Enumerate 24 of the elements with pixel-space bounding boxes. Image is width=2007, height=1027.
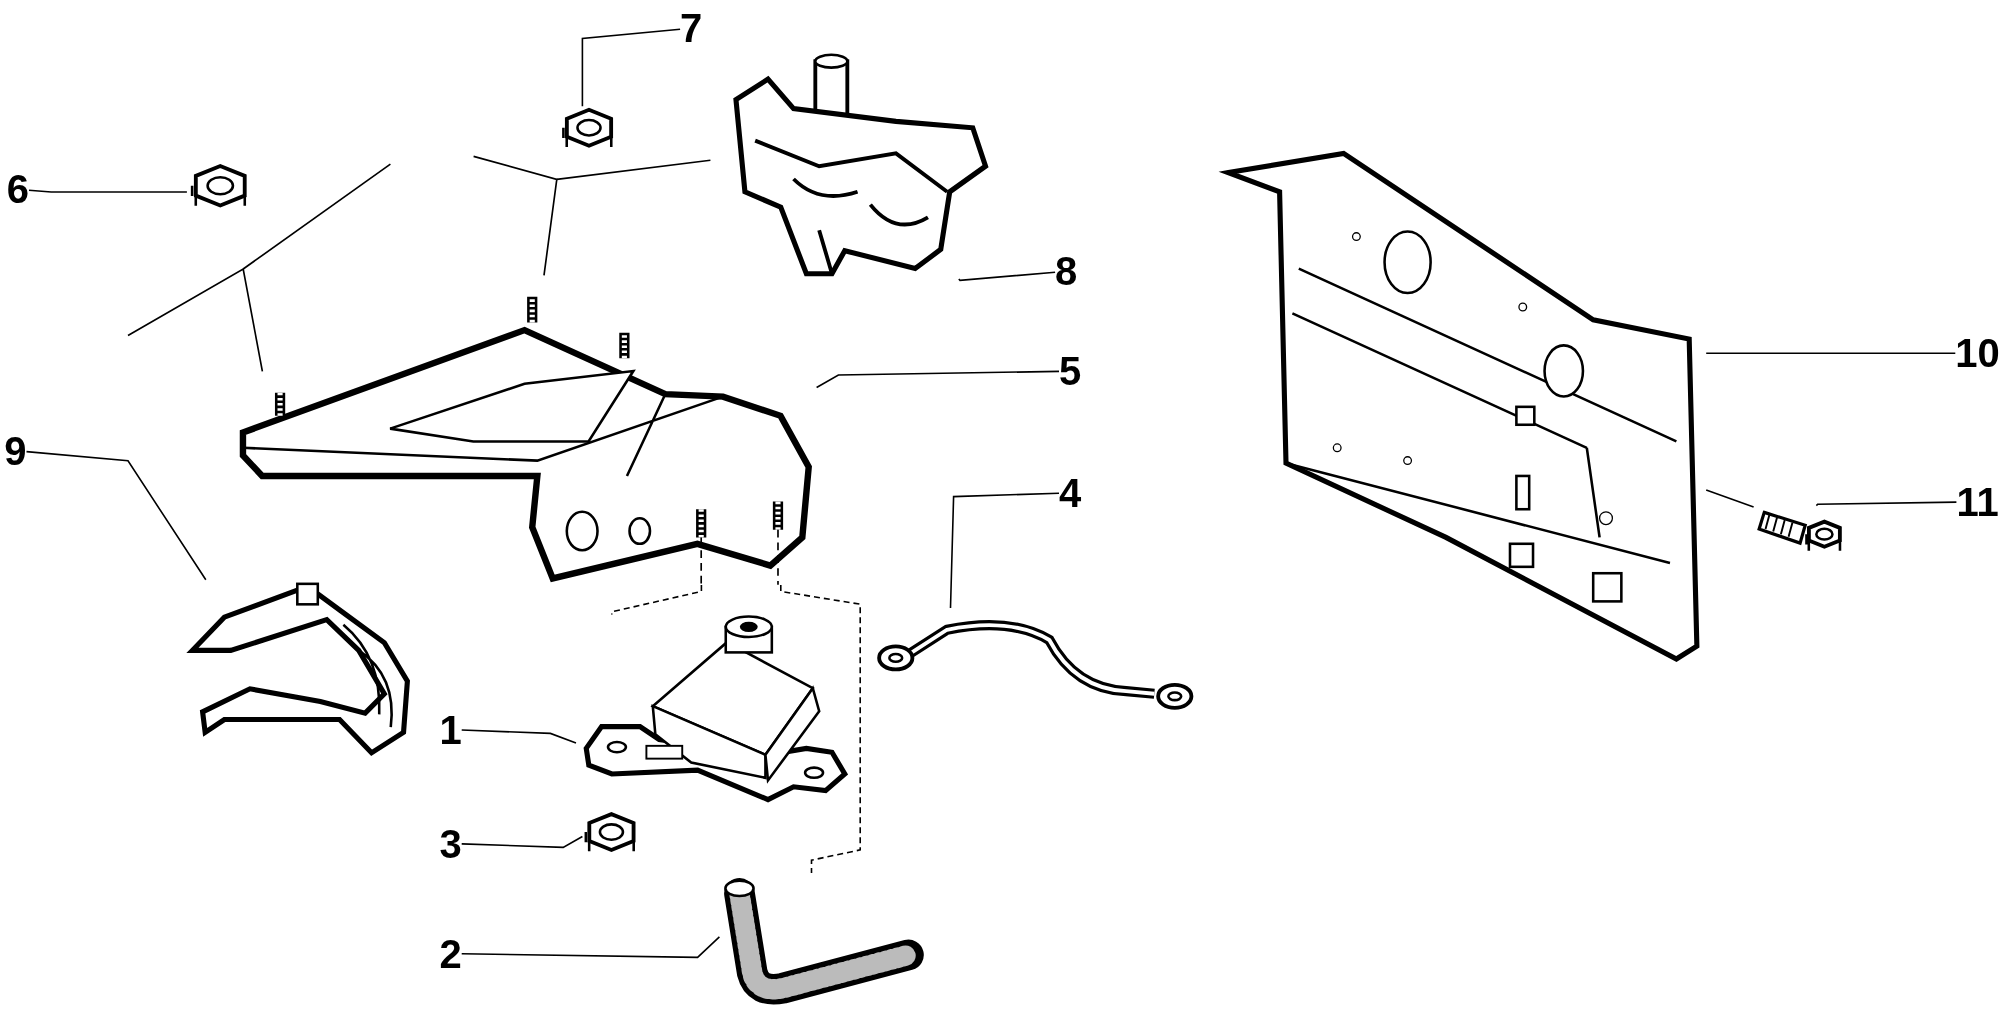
- callout-number: 4: [1058, 472, 1082, 513]
- leader-line: [460, 936, 721, 959]
- leader-line: [958, 271, 1056, 282]
- callout-number: 10: [1955, 333, 2000, 374]
- leader-line: [460, 835, 584, 849]
- leader-line: [815, 370, 1060, 389]
- callout-number: 6: [6, 169, 30, 210]
- assembly-line: [1705, 489, 1755, 508]
- callout-number: 3: [439, 823, 462, 864]
- leader-line: [28, 189, 188, 193]
- callout-number: 2: [439, 933, 462, 974]
- callout-number: 7: [680, 8, 703, 49]
- leader-line: [460, 729, 577, 744]
- callout-number: 11: [1956, 481, 1999, 522]
- leader-line: [1815, 501, 1958, 507]
- callout-number: 9: [4, 430, 27, 471]
- callout-number: 5: [1058, 351, 1082, 392]
- leader-line: [949, 492, 1060, 609]
- leader-line: [581, 28, 681, 107]
- callout-number: 8: [1055, 251, 1078, 292]
- leader-line: [25, 450, 207, 581]
- leader-line: [1705, 352, 1957, 355]
- callout-number: 1: [439, 709, 462, 750]
- assembly-line: [780, 584, 861, 874]
